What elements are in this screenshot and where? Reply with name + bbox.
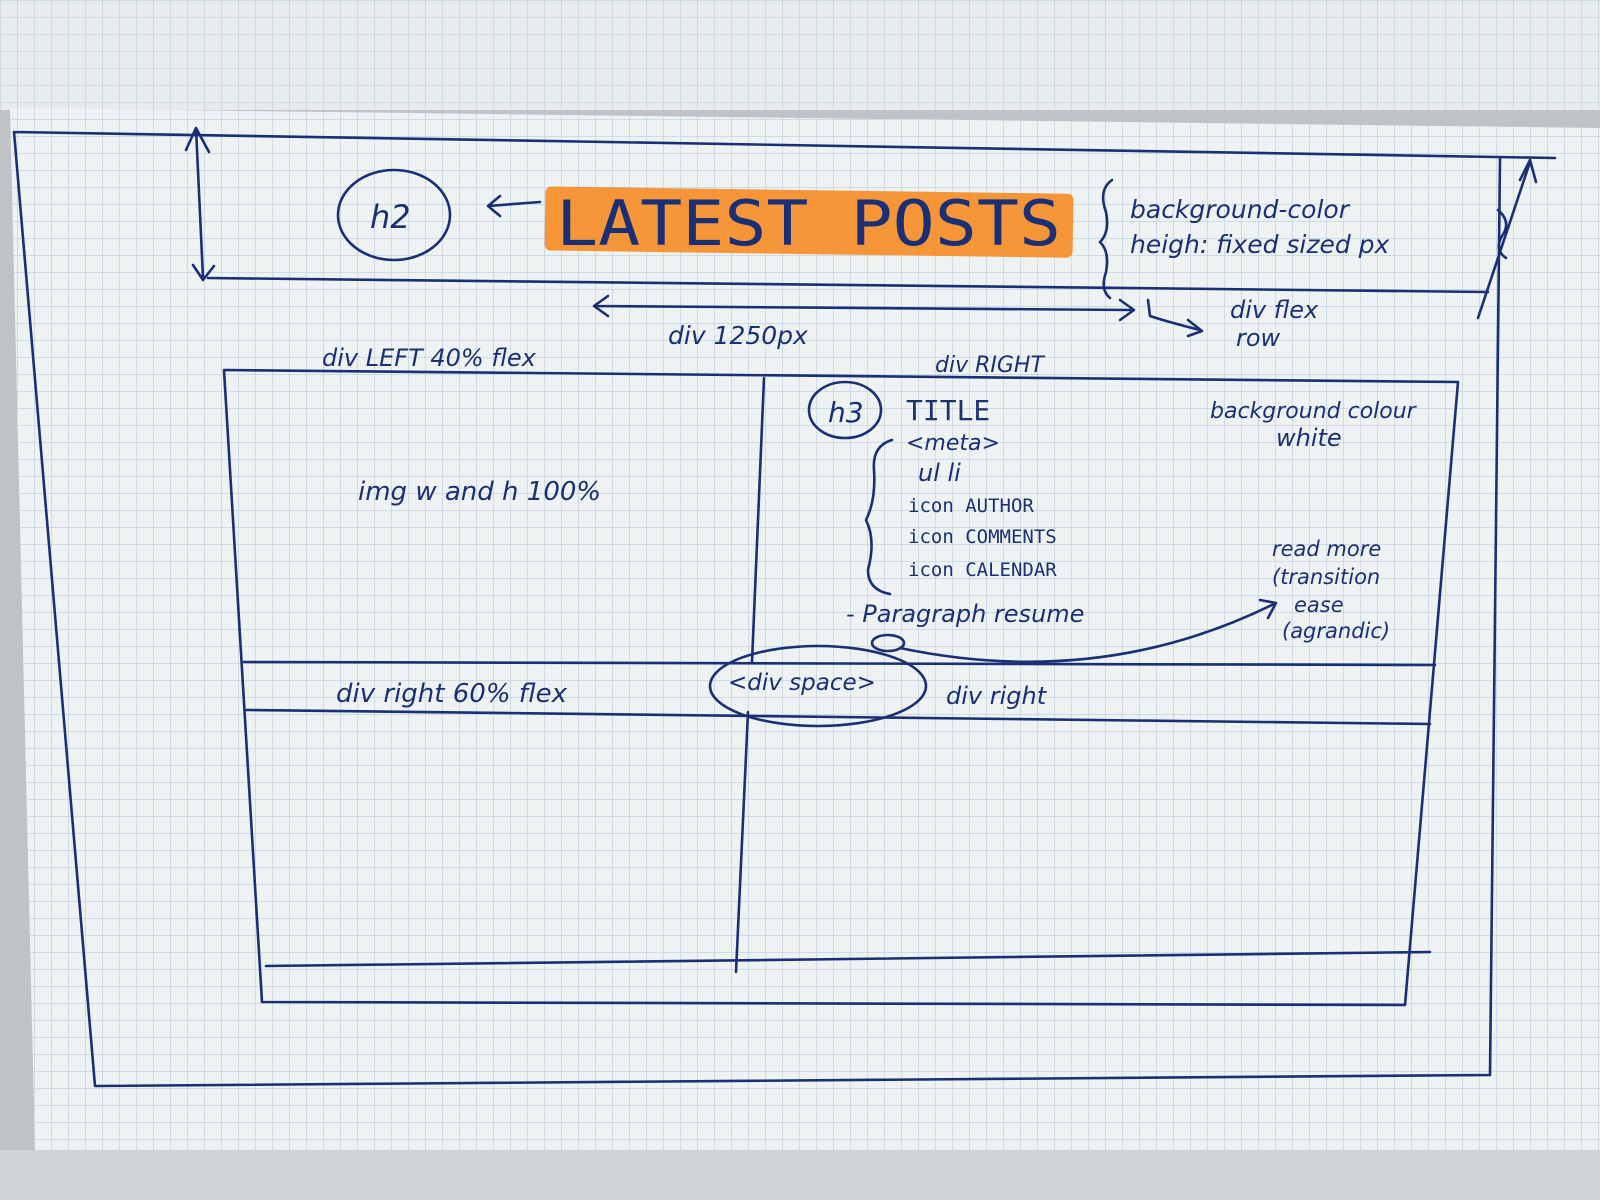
- icon-author: icon AUTHOR: [908, 495, 1034, 517]
- h3-circle: [807, 380, 883, 440]
- inner-container: [222, 368, 1460, 1007]
- outer-frame: [12, 130, 1557, 1088]
- row-separator-bottom: [244, 708, 1432, 726]
- h2-circle: [336, 168, 452, 262]
- header-height-arrow: [184, 126, 216, 282]
- read-more-dot: [870, 633, 906, 653]
- latest-posts-title: LATEST POSTS: [556, 187, 1061, 260]
- div-space-circle: [708, 644, 928, 728]
- row2-right-label: div right: [946, 682, 1048, 710]
- h3-tag: h3: [828, 396, 864, 429]
- bg-white-note-1: background colour: [1210, 399, 1418, 424]
- read-more-note-4: (agrandic): [1282, 619, 1390, 643]
- h2-pointer-arrow: [486, 194, 542, 218]
- img-note: img w and h 100%: [358, 477, 601, 507]
- flex-row-note-1: div flex: [1230, 296, 1319, 324]
- div-space-label: <div space>: [728, 670, 876, 696]
- meta-brace: [864, 438, 894, 596]
- row1-divider: [750, 376, 766, 664]
- note-fixed-height: heigh: fixed sized px: [1130, 230, 1390, 259]
- read-more-note-1: read more: [1272, 537, 1381, 561]
- right-height-arrow: [1476, 158, 1538, 320]
- row-separator-top: [242, 660, 1437, 667]
- meta-tag: <meta>: [906, 431, 1000, 456]
- icon-comments: icon COMMENTS: [908, 526, 1057, 548]
- list-tag: ul li: [918, 459, 961, 487]
- note-brace-left: [1098, 178, 1114, 300]
- h2-tag: h2: [370, 198, 411, 236]
- read-more-arrow: [898, 598, 1278, 664]
- row1-left-label: div LEFT 40% flex: [322, 344, 537, 372]
- bg-white-note-2: white: [1276, 424, 1342, 452]
- note-background-color: background-color: [1130, 195, 1351, 224]
- paragraph-resume: - Paragraph resume: [846, 600, 1084, 628]
- flex-row-note-2: row: [1236, 324, 1281, 352]
- header-bottom-line: [206, 276, 1490, 294]
- row2-bottom-line: [264, 950, 1432, 968]
- row2-divider: [734, 710, 750, 974]
- container-width-label: div 1250px: [668, 321, 808, 350]
- read-more-note-3: ease: [1294, 593, 1344, 617]
- flex-row-pointer: [1146, 298, 1204, 338]
- container-width-arrow: [592, 294, 1136, 322]
- row2-left-label: div right 60% flex: [336, 679, 568, 709]
- post-title: TITLE: [906, 394, 990, 427]
- icon-calendar: icon CALENDAR: [908, 559, 1057, 581]
- row1-right-label: div RIGHT: [935, 353, 1045, 378]
- title-highlight: [544, 186, 1074, 258]
- read-more-note-2: (transition: [1272, 565, 1380, 589]
